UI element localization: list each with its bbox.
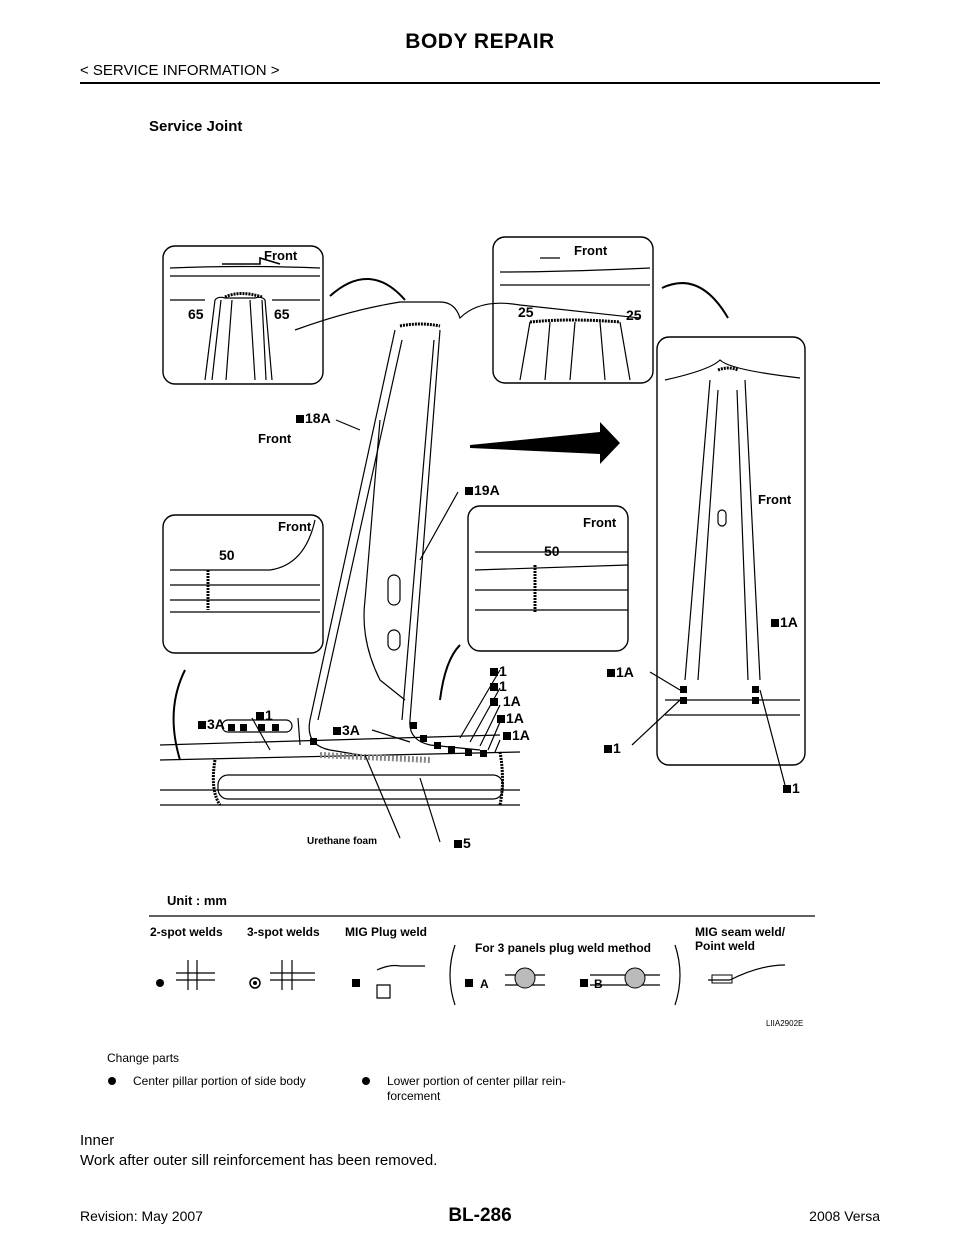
front-label-d: Front <box>278 519 312 534</box>
weld-label-1-left: 1 <box>256 707 273 723</box>
dim-25-right: 25 <box>626 307 642 323</box>
weld-label-1a-c: 1A <box>503 727 530 743</box>
front-label-e: Front <box>583 515 617 530</box>
unit-label: Unit : mm <box>167 893 227 908</box>
weld-label-3a-mid: 3A <box>333 722 360 738</box>
dim-50-right: 50 <box>544 543 560 559</box>
weld-label-1a-a: 1A <box>490 693 521 709</box>
legend-2-spot: 2-spot welds <box>150 925 223 939</box>
legend-mig-seam-1: MIG seam weld/ <box>695 925 786 939</box>
weld-label-18a: 18A <box>296 410 331 426</box>
change-part-item-1: Center pillar portion of side body <box>108 1074 306 1089</box>
legend-b: B <box>594 977 603 991</box>
section-breadcrumb: < SERVICE INFORMATION > <box>80 62 280 79</box>
weld-label-right-1a-mid: 1A <box>607 664 634 680</box>
dim-50-left: 50 <box>219 547 235 563</box>
figure-id: LIIA2902E <box>766 1019 804 1028</box>
footer-page-number: BL-286 <box>448 1205 512 1226</box>
legend-3-panels: For 3 panels plug weld method <box>475 941 652 955</box>
legend-mig-plug: MIG Plug weld <box>345 925 428 939</box>
front-label-a: Front <box>264 248 298 263</box>
front-label-f: Front <box>758 492 792 507</box>
dim-65-right: 65 <box>274 306 290 322</box>
bullet-icon <box>108 1077 116 1085</box>
weld-label-right-1-left: 1 <box>604 740 621 756</box>
weld-label-19a: 19A <box>465 482 500 498</box>
legend-mig-seam-2: Point weld <box>695 939 755 953</box>
footer-model: 2008 Versa <box>809 1208 880 1224</box>
figure-title: Service Joint <box>149 118 243 135</box>
footer-revision: Revision: May 2007 <box>80 1208 203 1224</box>
front-label-b: Front <box>574 243 608 258</box>
weld-label-1a-b: 1A <box>497 710 524 726</box>
weld-label-3a-left: 3A <box>198 716 225 732</box>
bullet-icon <box>362 1077 370 1085</box>
weld-label-1-b: 1 <box>490 678 507 694</box>
legend-3-spot: 3-spot welds <box>247 925 320 939</box>
change-parts-title: Change parts <box>107 1051 180 1065</box>
change-part-item-2: Lower portion of center pillar rein-forc… <box>362 1074 566 1104</box>
dim-65-left: 65 <box>188 306 204 322</box>
weld-label-right-1a-top: 1A <box>771 614 798 630</box>
dim-25-left: 25 <box>518 304 534 320</box>
weld-label-1-a: 1 <box>490 663 507 679</box>
weld-label-right-1-bottom: 1 <box>783 780 800 796</box>
front-label-c: Front <box>258 431 292 446</box>
urethane-foam-label: Urethane foam <box>307 836 378 847</box>
page-title: BODY REPAIR <box>405 30 555 53</box>
weld-label-5: 5 <box>454 835 471 851</box>
legend-a: A <box>480 977 489 991</box>
header-divider <box>80 82 880 84</box>
